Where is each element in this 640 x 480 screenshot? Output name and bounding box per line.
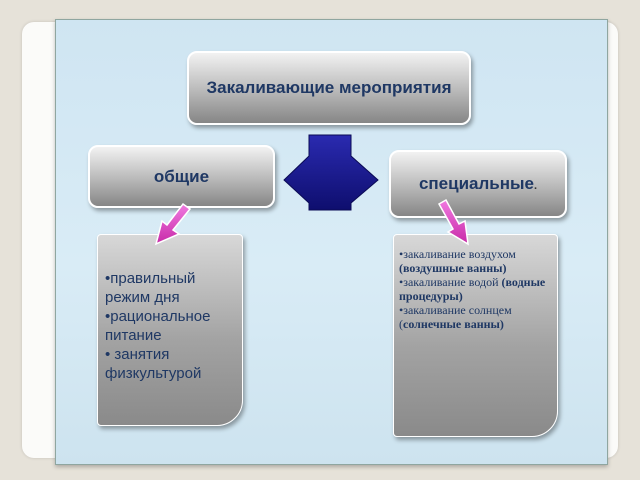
special-label: специальные. bbox=[418, 174, 538, 193]
special-box: специальные. bbox=[389, 150, 567, 218]
title-box: Закаливающие мероприятия bbox=[187, 51, 471, 125]
slide: Закаливающие мероприятия общие специальн… bbox=[55, 19, 608, 465]
arrow-down-left-icon bbox=[154, 202, 192, 246]
special-item: •закаливание солнцем (солнечные ванны) bbox=[399, 303, 512, 331]
special-list: •закаливание воздухом (воздушные ванны) … bbox=[393, 234, 558, 437]
title-text: Закаливающие мероприятия bbox=[206, 78, 452, 97]
general-item: • занятия физкультурой bbox=[105, 346, 202, 382]
four-way-arrow-icon bbox=[283, 134, 379, 211]
general-label: общие bbox=[153, 166, 210, 186]
arrow-down-right-icon bbox=[437, 198, 469, 246]
general-item: •рациональное питание bbox=[105, 308, 211, 344]
special-item: •закаливание водой (водные процедуры) bbox=[399, 275, 546, 303]
general-item: •правильный режим дня bbox=[105, 270, 196, 306]
special-item: •закаливание воздухом (воздушные ванны) bbox=[399, 247, 516, 275]
